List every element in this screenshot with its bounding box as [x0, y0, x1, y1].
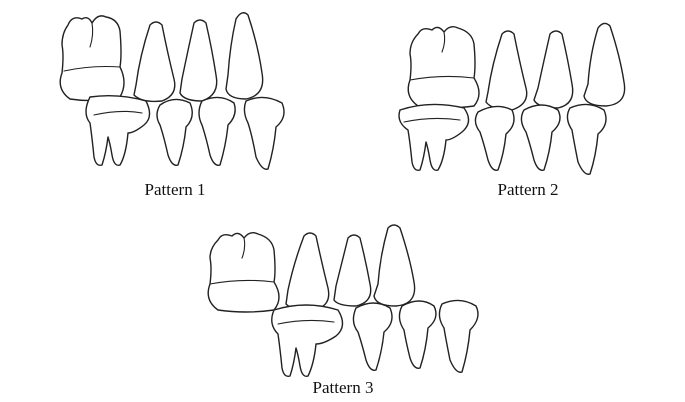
pattern-2-caption: Pattern 2 — [497, 180, 559, 199]
lower-canine — [243, 96, 285, 170]
upper-canine — [583, 22, 626, 107]
pattern-2-teeth-diagram — [398, 22, 626, 175]
upper-premolar-1 — [285, 232, 330, 312]
upper-canine — [225, 12, 264, 100]
pattern-2-panel: Pattern 2 — [388, 10, 648, 199]
lower-canine — [566, 103, 607, 175]
pattern-3-panel: Pattern 3 — [198, 218, 488, 397]
lower-premolar-1 — [474, 105, 515, 171]
lower-molar — [85, 94, 151, 167]
upper-premolar-1 — [133, 21, 176, 103]
lower-premolar-1 — [156, 98, 193, 166]
upper-premolar-2 — [533, 30, 574, 109]
upper-molar — [207, 231, 280, 313]
lower-premolar-2 — [398, 300, 437, 369]
upper-premolar-1 — [485, 30, 528, 111]
pattern-3-teeth-diagram — [207, 224, 479, 378]
pattern-3-caption: Pattern 3 — [312, 378, 374, 397]
pattern-1-caption: Pattern 1 — [144, 180, 206, 199]
upper-molar — [407, 25, 480, 109]
lower-premolar-2 — [198, 96, 236, 166]
upper-canine — [373, 224, 416, 307]
lower-premolar-2 — [520, 104, 561, 171]
lower-premolar-1 — [352, 302, 393, 371]
pattern-1-panel: Pattern 1 — [50, 5, 300, 199]
upper-premolar-2 — [333, 234, 372, 307]
lower-molar — [271, 304, 344, 378]
pattern-1-teeth-diagram — [59, 12, 285, 170]
lower-canine — [438, 299, 479, 373]
upper-premolar-2 — [179, 19, 218, 102]
lower-molar — [398, 103, 470, 172]
